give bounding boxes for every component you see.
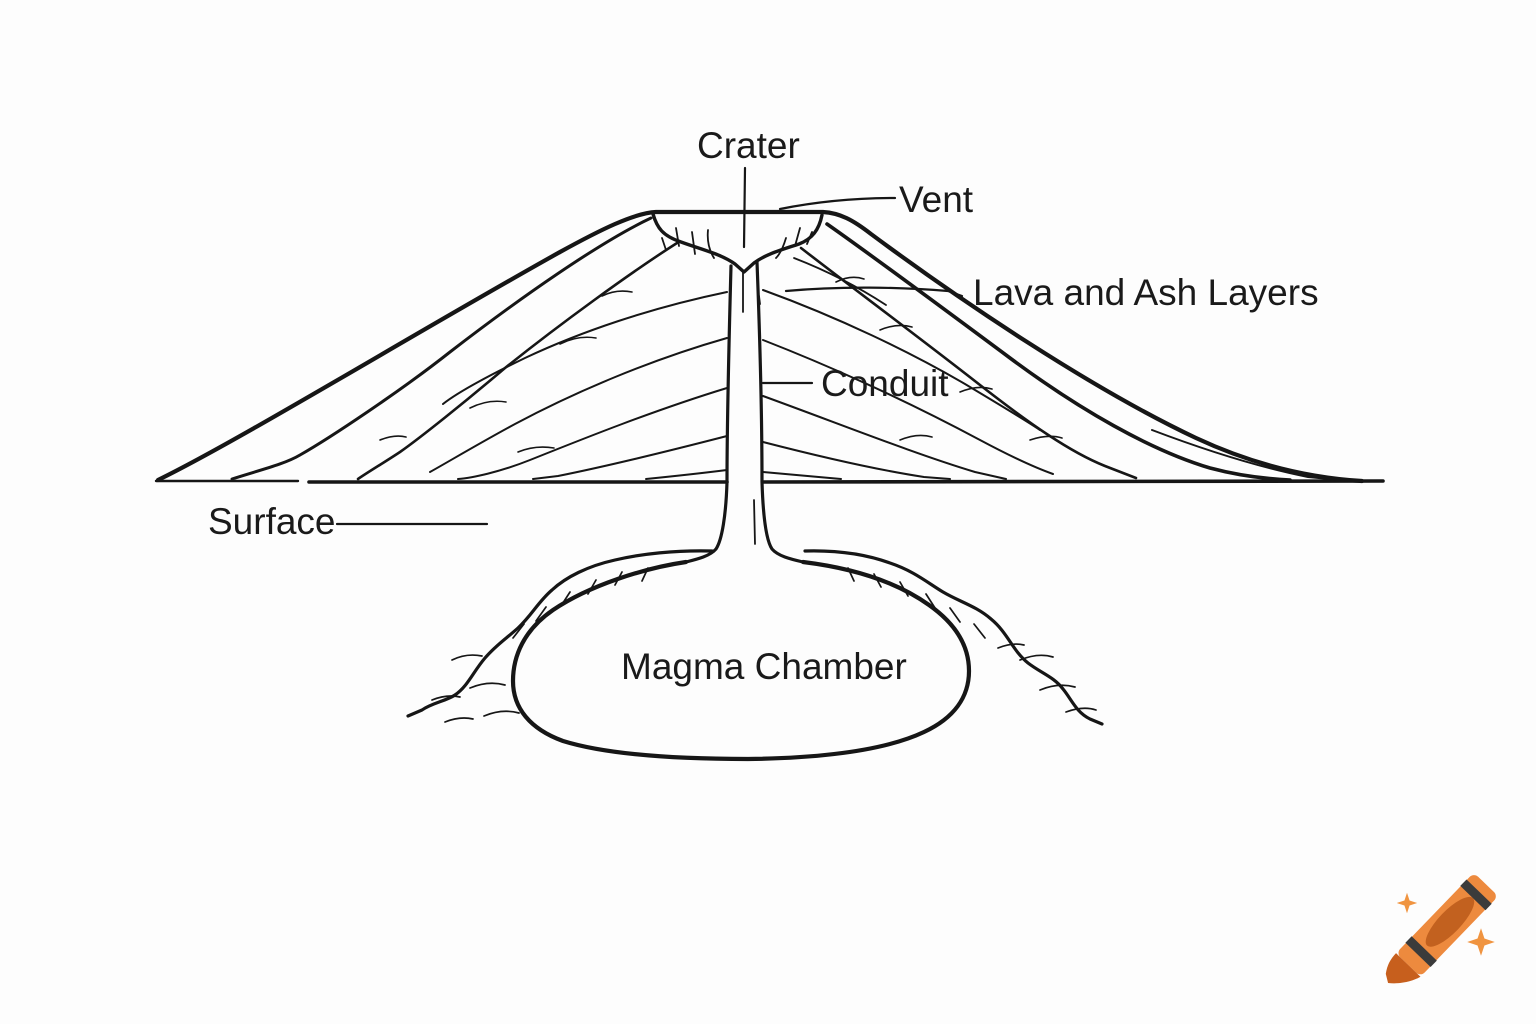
crater-hatches (661, 227, 813, 259)
sparkle-icon-small (1396, 892, 1418, 914)
rock-squiggles-left (431, 654, 520, 723)
crayon-icon (1385, 875, 1496, 984)
inner-slope-left-1 (230, 216, 653, 481)
strata-left-1 (442, 291, 728, 405)
sparkle-shape-small (1396, 892, 1418, 914)
crayon-tip (1385, 953, 1421, 984)
magma-chamber-outline (510, 559, 972, 762)
rock-hatches-left (512, 567, 649, 639)
rock-squiggles-right (997, 643, 1097, 713)
strata-right-2 (762, 339, 1054, 475)
leader-vent (778, 196, 897, 211)
leader-lava-ash (784, 286, 964, 298)
sparkle-shape-large (1467, 928, 1495, 956)
label-surface: Surface (208, 501, 336, 542)
strata-right-3 (762, 395, 1007, 480)
conduit-wall-left (684, 264, 733, 564)
crayon-stripe-back (1460, 879, 1492, 911)
inner-slope-right-1 (825, 222, 1292, 482)
flank-ticks-right (835, 276, 1063, 441)
inner-slope-right-2 (799, 246, 1138, 480)
strata-right-5 (762, 471, 842, 480)
strata-right-4 (762, 441, 951, 480)
label-magma-chamber: Magma Chamber (621, 646, 907, 687)
strata-left-5 (645, 469, 728, 480)
rock-margin-right (803, 549, 1104, 726)
leader-crater (742, 166, 747, 249)
strata-left-4 (532, 435, 728, 480)
volcano-outline (155, 209, 1365, 484)
conduit-wall-right (755, 260, 805, 564)
strata-left-3 (457, 387, 728, 480)
label-lava-and-ash-layers: Lava and Ash Layers (973, 272, 1319, 313)
strata-left-2 (429, 337, 728, 473)
label-crater: Crater (697, 125, 800, 166)
crayon-label-oval (1425, 896, 1475, 947)
sparkle-icon-large (1467, 928, 1495, 956)
rock-margin-left (406, 549, 714, 718)
crayon-stripe-front (1405, 936, 1437, 968)
strata-right-1 (762, 289, 1041, 431)
strata-right-upper (793, 257, 887, 306)
conduit-dashes (742, 271, 761, 545)
strata-right-base (1151, 429, 1341, 481)
surface-line-main (307, 479, 1385, 484)
label-vent: Vent (899, 179, 974, 220)
crater-bowl (651, 212, 824, 274)
inner-slope-left-2 (356, 241, 679, 481)
ink-strokes (154, 166, 1385, 762)
rock-hatches-right (847, 567, 986, 639)
label-conduit: Conduit (821, 363, 949, 404)
flank-ticks-left (379, 290, 633, 453)
